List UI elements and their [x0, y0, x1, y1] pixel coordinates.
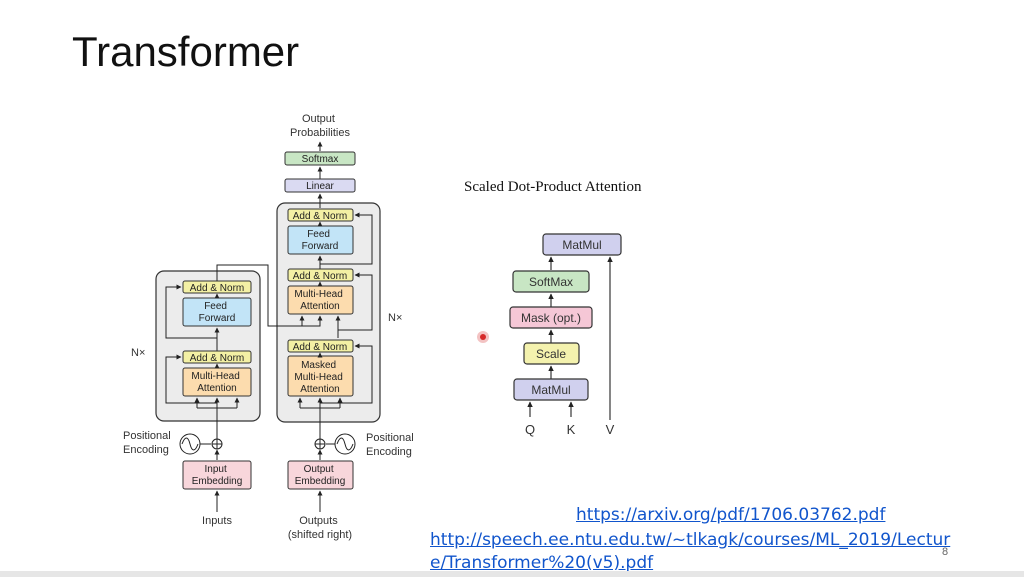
decoder-multi-head-attention-label: Multi-Head Attention	[294, 289, 345, 312]
decoder-nx-label: N×	[388, 312, 402, 324]
lecture-link-line1[interactable]: http://speech.ee.ntu.edu.tw/~tlkagk/cour…	[430, 530, 951, 550]
encoder-add-norm-1	[182, 350, 252, 364]
encoder-add-norm-2-label: Add & Norm	[190, 283, 244, 294]
transformer-architecture: Output Probabilities Softmax Linear Add …	[123, 113, 417, 541]
scaled-dot-product-attention: Scaled Dot-Product Attention MatMul Soft…	[464, 179, 642, 437]
lecture-link-line2[interactable]: e/Transformer%20(v5).pdf	[430, 553, 654, 573]
slide-title: Transformer	[72, 28, 300, 75]
attention-mask-label: Mask (opt.)	[521, 311, 581, 325]
attention-title: Scaled Dot-Product Attention	[464, 179, 642, 195]
attention-mask	[509, 306, 593, 329]
inputs-label: Inputs	[202, 515, 232, 527]
decoder-masked-attention-label: Masked Multi-Head Attention	[294, 360, 345, 395]
encoder-add-norm-1-label: Add & Norm	[190, 353, 244, 364]
encoder-positional-encoding-label: Positional Encoding	[123, 430, 174, 456]
encoder-feed-forward-label: Feed Forward	[199, 301, 236, 324]
attention-matmul-top-label: MatMul	[562, 238, 601, 252]
decoder-add-norm-1-label: Add & Norm	[293, 342, 347, 353]
attention-matmul-bottom	[513, 378, 589, 401]
bottom-bar	[0, 571, 1024, 577]
arxiv-link[interactable]: https://arxiv.org/pdf/1706.03762.pdf	[576, 505, 886, 525]
decoder-add-norm-2	[287, 268, 354, 282]
input-embedding-block	[182, 460, 252, 490]
decoder-add-norm-2-label: Add & Norm	[293, 271, 347, 282]
softmax-label: Softmax	[302, 154, 339, 165]
decoder-add-norm-1	[287, 339, 354, 353]
softmax-block	[284, 151, 356, 166]
decoder-feed-forward-label: Feed Forward	[302, 229, 339, 252]
encoder-nx-label: N×	[131, 347, 145, 359]
linear-block	[284, 178, 356, 193]
decoder-positional-encoding-label: Positional Encoding	[366, 432, 417, 458]
output-probabilities-label: Output Probabilities	[290, 113, 350, 139]
encoder-multi-head-attention-label: Multi-Head Attention	[191, 371, 242, 394]
attention-scale	[523, 342, 580, 365]
output-embedding-block	[287, 460, 354, 490]
attention-softmax	[512, 270, 590, 293]
linear-label: Linear	[306, 181, 334, 192]
attention-matmul-bottom-label: MatMul	[531, 383, 570, 397]
attention-softmax-label: SoftMax	[529, 275, 573, 289]
attention-scale-label: Scale	[536, 347, 566, 361]
attention-q-label: Q	[525, 422, 535, 437]
decoder-add-norm-3	[287, 208, 354, 222]
page-number: 8	[942, 546, 949, 558]
output-embedding-label: Output Embedding	[295, 464, 346, 487]
outputs-label: Outputs (shifted right)	[288, 515, 352, 541]
attention-matmul-top	[542, 233, 622, 256]
attention-k-label: K	[567, 422, 576, 437]
attention-v-label: V	[606, 422, 615, 437]
laser-pointer-icon	[477, 331, 489, 343]
input-embedding-label: Input Embedding	[192, 464, 243, 487]
decoder-add-norm-3-label: Add & Norm	[293, 211, 347, 222]
